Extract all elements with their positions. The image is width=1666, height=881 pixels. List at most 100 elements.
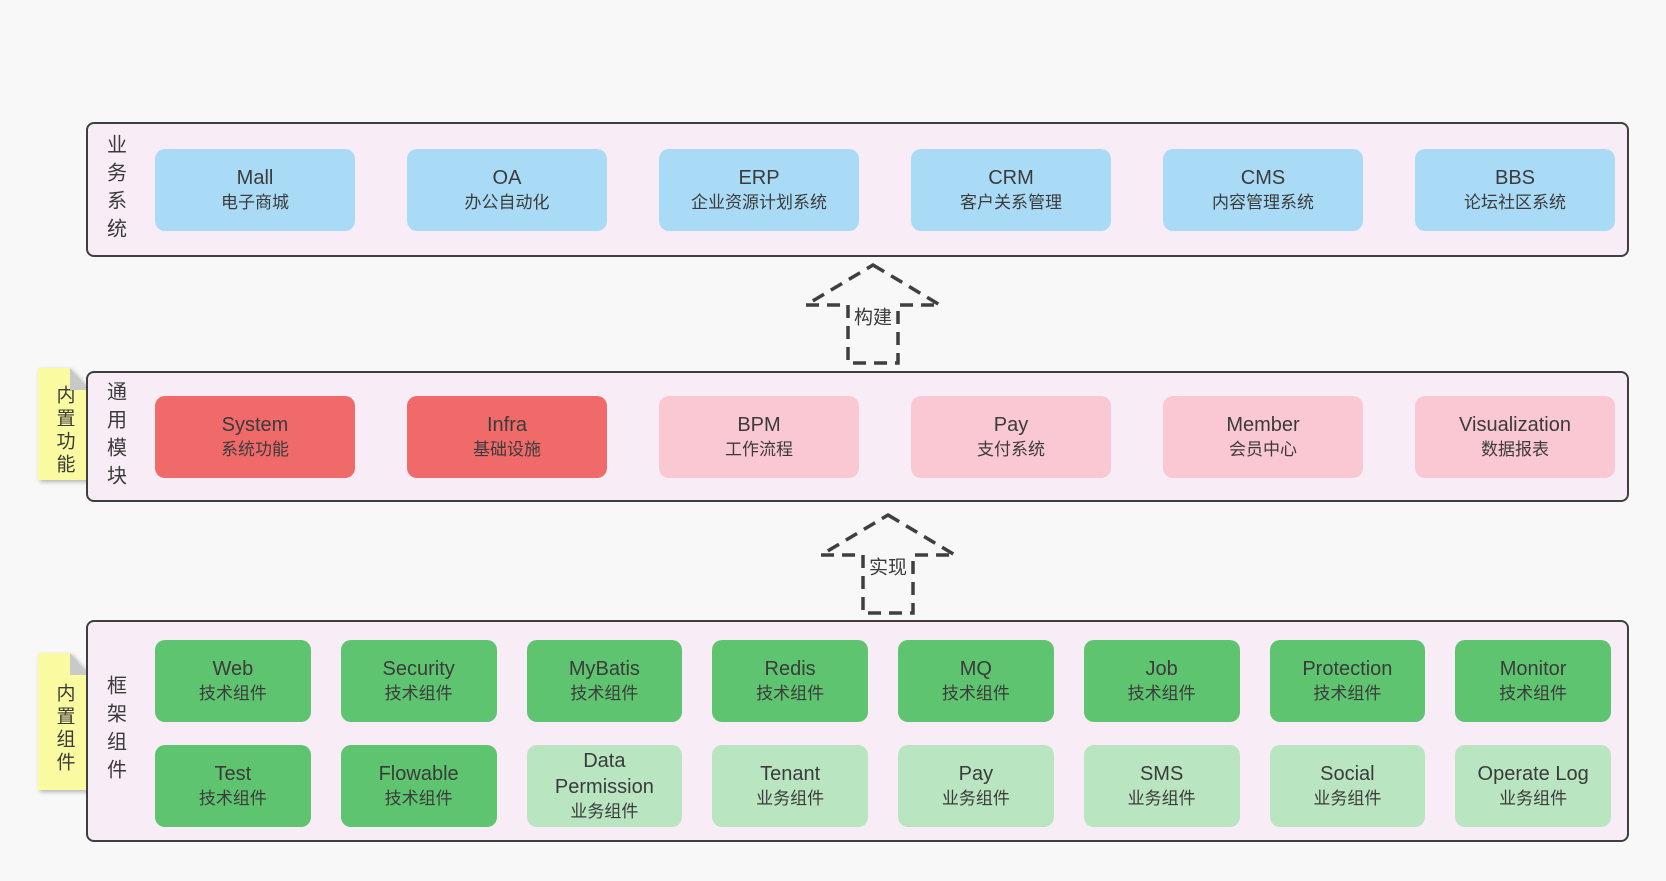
- box-member-subtitle: 会员中心: [1229, 439, 1297, 459]
- business-systems-label: 业务系统: [103, 133, 126, 246]
- box-system-name: System: [221, 413, 289, 436]
- up-arrow-icon: [803, 262, 943, 365]
- builtin-components-sticky-text: 内置组件: [53, 682, 75, 775]
- box-pay-component-subtitle: 业务组件: [941, 789, 1010, 808]
- box-erp-subtitle: 企业资源计划系统: [691, 192, 827, 212]
- box-data-permission-name: Data Permission: [554, 750, 654, 798]
- box-operate-log: Operate Log 业务组件: [1455, 745, 1611, 827]
- box-cms-name: CMS: [1240, 166, 1286, 189]
- build-arrow-label: 构建: [850, 302, 896, 330]
- box-monitor: Monitor 技术组件: [1455, 640, 1611, 722]
- business-systems-boxes: Mall 电子商城 OA 办公自动化 ERP 企业资源计划系统 CRM 客户关系…: [155, 124, 1615, 255]
- box-infra-name: Infra: [486, 413, 528, 436]
- implement-arrow: 实现: [818, 512, 958, 616]
- box-pay-module-subtitle: 支付系统: [977, 439, 1045, 459]
- box-data-permission-subtitle: 业务组件: [570, 802, 639, 821]
- box-operate-log-subtitle: 业务组件: [1499, 789, 1568, 808]
- box-web: Web 技术组件: [155, 640, 311, 722]
- box-job: Job 技术组件: [1083, 640, 1240, 722]
- box-visualization-name: Visualization: [1459, 413, 1571, 436]
- box-mq-name: MQ: [959, 658, 992, 680]
- box-sms-subtitle: 业务组件: [1127, 789, 1196, 808]
- box-bbs-subtitle: 论坛社区系统: [1464, 192, 1566, 212]
- box-tenant: Tenant 业务组件: [712, 745, 868, 827]
- box-crm: CRM 客户关系管理: [911, 148, 1111, 231]
- box-flowable: Flowable 技术组件: [340, 745, 497, 827]
- box-erp: ERP 企业资源计划系统: [659, 148, 859, 231]
- box-oa: OA 办公自动化: [407, 148, 607, 231]
- box-redis: Redis 技术组件: [712, 640, 868, 722]
- box-mybatis-subtitle: 技术组件: [570, 684, 639, 703]
- box-oa-name: OA: [492, 166, 522, 189]
- box-mall-name: Mall: [236, 166, 274, 189]
- box-mq-subtitle: 技术组件: [941, 684, 1010, 703]
- box-mq: MQ 技术组件: [898, 640, 1054, 722]
- box-mybatis-name: MyBatis: [568, 658, 640, 680]
- box-infra: Infra 基础设施: [407, 395, 607, 478]
- framework-components-layer: 框架组件 Web 技术组件 Security 技术组件 MyBatis 技术组件…: [86, 620, 1629, 842]
- box-web-subtitle: 技术组件: [198, 684, 267, 703]
- common-modules-label: 通用模块: [103, 380, 126, 493]
- box-flowable-name: Flowable: [378, 763, 459, 785]
- box-security: Security 技术组件: [340, 640, 497, 722]
- box-pay-component: Pay 业务组件: [898, 745, 1054, 827]
- box-data-permission: Data Permission 业务组件: [526, 745, 683, 827]
- builtin-components-sticky: 内置组件: [38, 653, 90, 790]
- box-sms-name: SMS: [1139, 763, 1184, 785]
- box-mall: Mall 电子商城: [155, 148, 355, 231]
- box-security-subtitle: 技术组件: [384, 684, 453, 703]
- up-arrow-icon: [818, 512, 958, 615]
- builtin-functions-sticky: 内置功能: [38, 368, 90, 480]
- box-social-subtitle: 业务组件: [1313, 789, 1382, 808]
- box-member: Member 会员中心: [1163, 395, 1363, 478]
- box-security-name: Security: [382, 658, 455, 680]
- box-member-name: Member: [1226, 413, 1300, 436]
- business-systems-layer: 业务系统 Mall 电子商城 OA 办公自动化 ERP 企业资源计划系统 CRM…: [86, 122, 1629, 257]
- box-redis-name: Redis: [764, 658, 816, 680]
- box-visualization: Visualization 数据报表: [1415, 395, 1615, 478]
- box-bpm-subtitle: 工作流程: [725, 439, 793, 459]
- sticky-note: 内置组件: [38, 653, 90, 790]
- box-system-subtitle: 系统功能: [221, 439, 289, 459]
- box-bpm: BPM 工作流程: [659, 395, 859, 478]
- builtin-functions-sticky-text: 内置功能: [53, 385, 75, 477]
- box-redis-subtitle: 技术组件: [756, 684, 825, 703]
- implement-arrow-label: 实现: [865, 552, 911, 580]
- box-bbs-name: BBS: [1494, 166, 1536, 189]
- box-social-name: Social: [1320, 763, 1375, 785]
- box-infra-subtitle: 基础设施: [473, 439, 541, 459]
- box-cms-subtitle: 内容管理系统: [1212, 192, 1314, 212]
- box-crm-name: CRM: [988, 166, 1034, 189]
- box-mall-subtitle: 电子商城: [221, 192, 289, 212]
- box-job-subtitle: 技术组件: [1127, 684, 1196, 703]
- box-monitor-subtitle: 技术组件: [1499, 684, 1568, 703]
- box-crm-subtitle: 客户关系管理: [960, 192, 1062, 212]
- box-protection: Protection 技术组件: [1269, 640, 1426, 722]
- common-modules-boxes: System 系统功能 Infra 基础设施 BPM 工作流程 Pay 支付系统…: [155, 373, 1615, 500]
- box-mybatis: MyBatis 技术组件: [526, 640, 683, 722]
- box-oa-subtitle: 办公自动化: [464, 192, 550, 212]
- box-operate-log-name: Operate Log: [1477, 763, 1589, 785]
- box-test-name: Test: [214, 763, 252, 785]
- box-pay-module-name: Pay: [993, 413, 1029, 436]
- box-test-subtitle: 技术组件: [198, 789, 267, 808]
- common-modules-layer: 通用模块 System 系统功能 Infra 基础设施 BPM 工作流程 Pay…: [86, 371, 1629, 502]
- box-tenant-subtitle: 业务组件: [756, 789, 825, 808]
- box-job-name: Job: [1145, 658, 1178, 680]
- box-monitor-name: Monitor: [1499, 658, 1567, 680]
- framework-components-boxes: Web 技术组件 Security 技术组件 MyBatis 技术组件 Redi…: [155, 640, 1611, 827]
- box-pay-module: Pay 支付系统: [911, 395, 1111, 478]
- box-cms: CMS 内容管理系统: [1163, 148, 1363, 231]
- box-protection-subtitle: 技术组件: [1313, 684, 1382, 703]
- box-sms: SMS 业务组件: [1083, 745, 1240, 827]
- box-bbs: BBS 论坛社区系统: [1415, 148, 1615, 231]
- box-web-name: Web: [212, 658, 254, 680]
- box-bpm-name: BPM: [737, 413, 781, 436]
- box-social: Social 业务组件: [1269, 745, 1426, 827]
- sticky-note: 内置功能: [38, 368, 90, 480]
- box-flowable-subtitle: 技术组件: [384, 789, 453, 808]
- box-pay-component-name: Pay: [958, 763, 994, 785]
- box-erp-name: ERP: [738, 166, 780, 189]
- box-visualization-subtitle: 数据报表: [1481, 439, 1549, 459]
